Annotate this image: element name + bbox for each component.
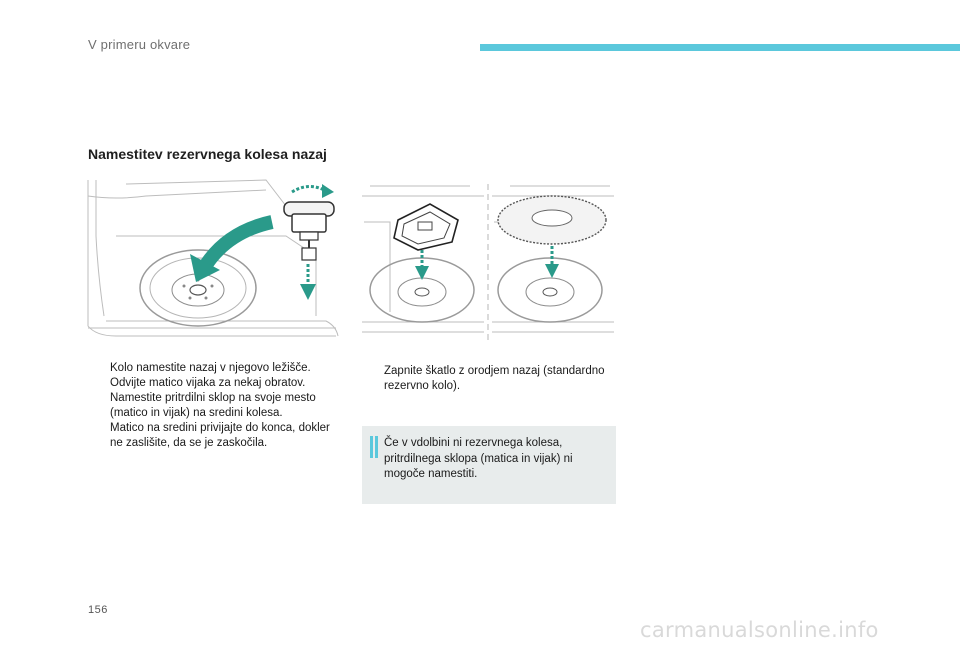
info-stripes-icon	[370, 436, 378, 458]
list-item: Matico na sredini privijajte do konca, d…	[88, 421, 344, 451]
spare-wheel-icon	[139, 249, 257, 327]
floor-cover-icon	[497, 195, 607, 245]
list-item: Kolo namestite nazaj v njegovo ležišče.	[88, 361, 344, 376]
page-number: 156	[88, 604, 108, 616]
illustration-toolbox-refit	[362, 184, 614, 342]
list-item: Odvijte matico vijaka za nekaj obratov.	[88, 376, 344, 391]
mounting-bolt-icon	[283, 201, 335, 261]
left-step-list: Kolo namestite nazaj v njegovo ležišče. …	[88, 361, 344, 451]
step-text: Namestite pritrdilni sklop na svoje mest…	[110, 392, 316, 419]
step-text: Kolo namestite nazaj v njegovo ležišče.	[110, 362, 311, 374]
section-title: Namestitev rezervnega kolesa nazaj	[88, 146, 327, 162]
curved-arrow-icon	[198, 215, 274, 272]
chapter-title: V primeru okvare	[88, 37, 191, 52]
right-step-list: Zapnite škatlo z orodjem nazaj (standard…	[362, 364, 618, 394]
info-note-box: Če v vdolbini ni rezervnega kolesa, prit…	[362, 426, 616, 504]
list-item: Zapnite škatlo z orodjem nazaj (standard…	[362, 364, 618, 394]
info-note-text: Če v vdolbini ni rezervnega kolesa, prit…	[384, 437, 573, 480]
list-item: Namestite pritrdilni sklop na svoje mest…	[88, 391, 344, 421]
watermark: carmanualsonline.info	[640, 618, 879, 642]
illustration-wheel-refit	[87, 179, 339, 337]
step-text: Zapnite škatlo z orodjem nazaj (standard…	[384, 365, 605, 392]
step-text: Matico na sredini privijajte do konca, d…	[110, 422, 330, 449]
chapter-accent-bar	[480, 44, 960, 51]
tool-box-icon	[393, 203, 459, 251]
spare-wheel-right-icon	[497, 257, 603, 323]
step-text: Odvijte matico vijaka za nekaj obratov.	[110, 377, 306, 389]
